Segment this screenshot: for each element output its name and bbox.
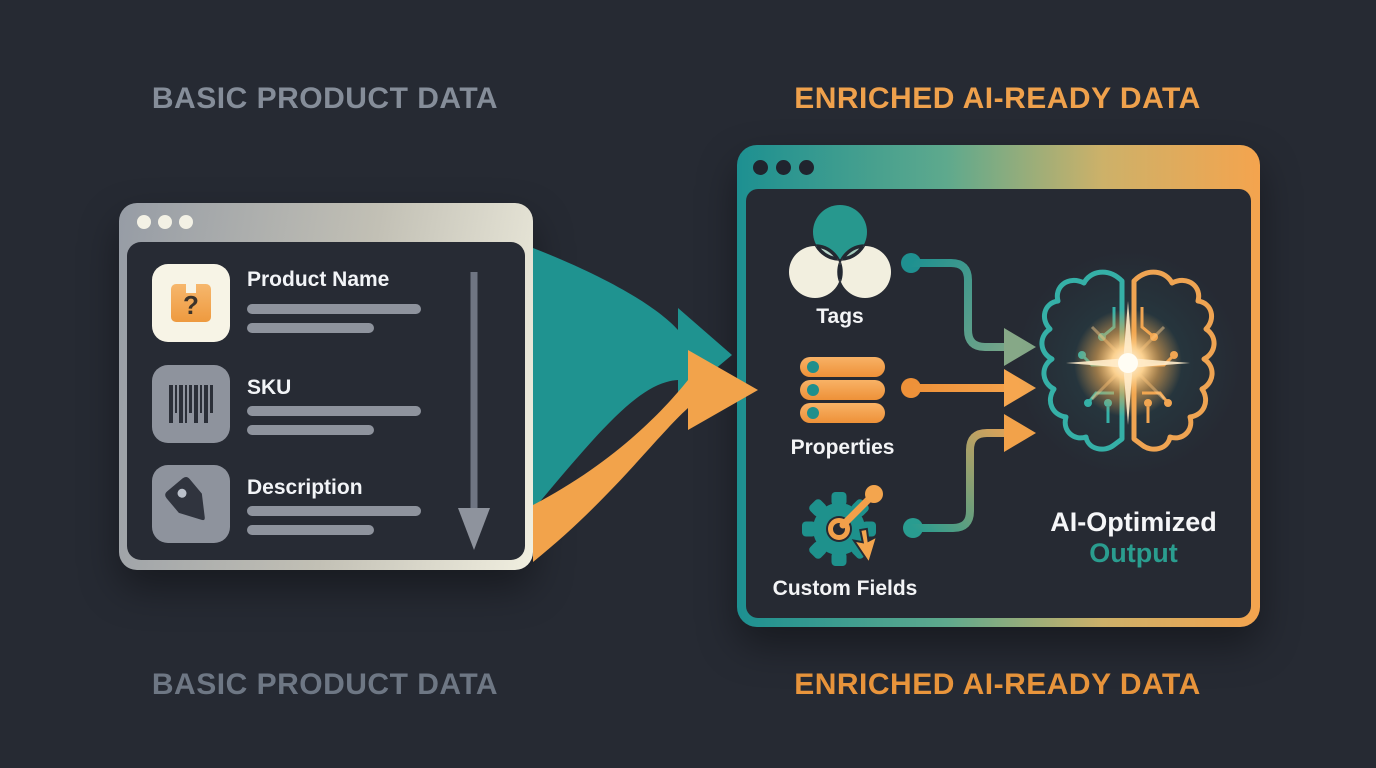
- enriched-data-window: Tags Properties: [737, 145, 1260, 627]
- heading-top-right: ENRICHED AI-READY DATA: [794, 82, 1201, 115]
- property-bar: [800, 380, 885, 400]
- placeholder-line: [247, 425, 374, 435]
- tag-icon: [152, 465, 230, 543]
- window-dot-icon: [179, 215, 193, 229]
- heading-bottom-right: ENRICHED AI-READY DATA: [794, 668, 1201, 701]
- window-dot-icon: [799, 160, 814, 175]
- connector-arrows: [901, 253, 1036, 538]
- row-label-sku: SKU: [247, 376, 292, 399]
- placeholder-line: [247, 506, 421, 516]
- stacked-bars-icon: [800, 357, 885, 426]
- barcode-icon: [152, 365, 230, 443]
- window-control-dots: [753, 160, 814, 175]
- row-label-description: Description: [247, 476, 363, 499]
- placeholder-line: [247, 323, 374, 333]
- gear-pointer-icon: [802, 485, 883, 566]
- item-label-properties: Properties: [790, 436, 895, 459]
- output-label-line1: AI-Optimized: [1050, 507, 1217, 537]
- property-bar: [800, 403, 885, 423]
- row-label-product-name: Product Name: [247, 268, 390, 291]
- svg-text:?: ?: [183, 290, 199, 320]
- item-label-custom-fields: Custom Fields: [772, 577, 918, 600]
- placeholder-line: [247, 304, 421, 314]
- property-bar: [800, 357, 885, 377]
- arrowhead-custom-fields: [1004, 414, 1036, 452]
- scroll-down-arrow-icon: [458, 272, 490, 550]
- heading-top-left: BASIC PRODUCT DATA: [151, 82, 499, 115]
- enriched-data-window-body: Tags Properties: [746, 189, 1251, 618]
- property-dot-icon: [807, 407, 819, 419]
- basic-product-window: ? Product Name: [119, 203, 533, 570]
- placeholder-line: [247, 406, 421, 416]
- window-dot-icon: [776, 160, 791, 175]
- basic-product-window-body: ? Product Name: [127, 242, 525, 560]
- property-dot-icon: [807, 361, 819, 373]
- placeholder-line: [247, 525, 374, 535]
- brain-circuit-icon: [1016, 251, 1240, 475]
- item-label-tags: Tags: [816, 305, 864, 328]
- package-question-icon: ?: [152, 264, 230, 342]
- window-control-dots: [137, 215, 193, 229]
- venn-diagram-icon: [789, 205, 891, 298]
- heading-bottom-left: BASIC PRODUCT DATA: [151, 668, 499, 701]
- output-label: AI-Optimized Output: [1026, 507, 1241, 569]
- property-dot-icon: [807, 384, 819, 396]
- window-dot-icon: [137, 215, 151, 229]
- window-dot-icon: [158, 215, 172, 229]
- window-dot-icon: [753, 160, 768, 175]
- transform-arrow-icon: [533, 248, 758, 562]
- output-label-line2: Output: [1089, 538, 1178, 568]
